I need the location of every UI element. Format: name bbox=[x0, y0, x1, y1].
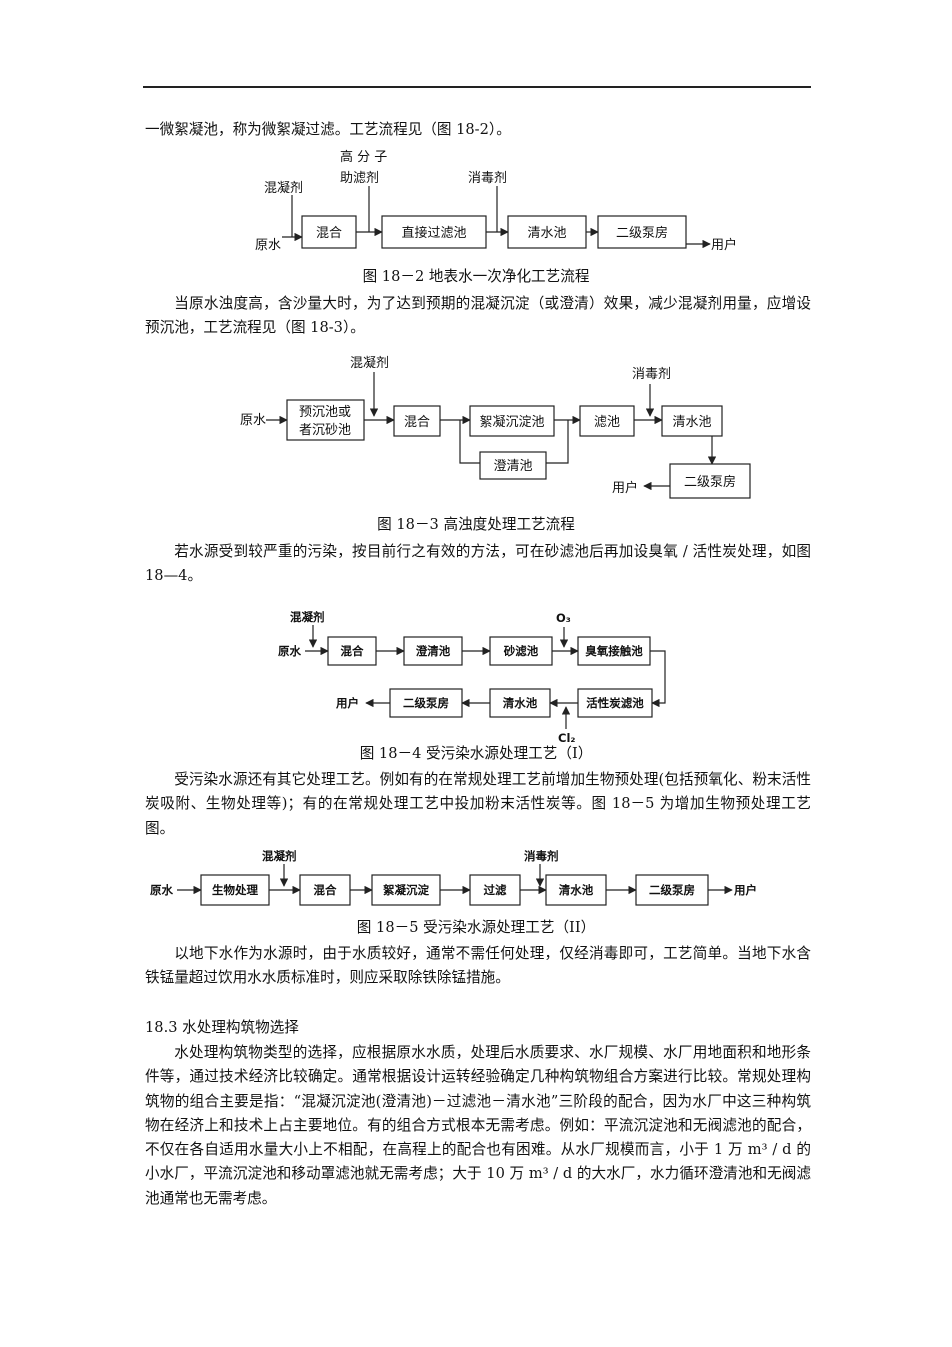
caption-18-3: 图 18－3 高浊度处理工艺流程 bbox=[377, 516, 575, 533]
figure-18-2-flowchart: 高 分 子 混凝剂 助滤剂 消毒剂 原水 用户 混合 直接过滤池 清水池 二级泵… bbox=[255, 149, 737, 253]
fig5-box-bio-label: 生物处理 bbox=[212, 883, 258, 897]
fig3-box-presettle bbox=[286, 399, 365, 441]
fig3-box-clarifier bbox=[479, 451, 547, 480]
fig4-loop-arrow bbox=[650, 650, 666, 708]
fig4-box-clarifier-label: 澄清池 bbox=[416, 644, 451, 658]
fig2-coagulant-label: 混凝剂 bbox=[264, 180, 303, 196]
fig3-disinfectant-label: 消毒剂 bbox=[632, 367, 671, 382]
fig5-coagulant-label: 混凝剂 bbox=[262, 849, 297, 863]
fig4-box-mix bbox=[327, 636, 377, 666]
figure-18-4-flowchart: 混凝剂 O₃ 原水 混合 澄清池 砂滤池 臭氧接触池 活性炭滤池 Cl₂ 清水池… bbox=[278, 610, 666, 745]
fig5-box-mix bbox=[299, 874, 351, 906]
fig5-box-filter-label: 过滤 bbox=[484, 883, 507, 897]
fig4-coagulant-label: 混凝剂 bbox=[290, 610, 325, 624]
fig4-box-pump-label: 二级泵房 bbox=[403, 696, 449, 710]
fig2-aid-label-2: 助滤剂 bbox=[340, 171, 379, 186]
fig4-user-label: 用户 bbox=[335, 696, 359, 710]
fig3-raw-water-label: 原水 bbox=[240, 413, 266, 428]
figure-18-3-flowchart: 混凝剂 消毒剂 原水 用户 预沉池或 者沉砂池 混合 絮凝沉淀池 澄清池 滤池 … bbox=[240, 355, 751, 499]
fig3-box-clarifier-label: 澄清池 bbox=[493, 459, 532, 474]
fig3-box-floc-label: 絮凝沉淀池 bbox=[479, 414, 544, 430]
fig4-box-mix-label: 混合 bbox=[341, 644, 364, 658]
fig5-box-clear-well bbox=[545, 874, 607, 906]
fig5-box-floc-label: 絮凝沉淀 bbox=[383, 883, 429, 897]
fig5-box-bio bbox=[200, 874, 270, 906]
fig5-raw-water-label: 原水 bbox=[150, 883, 173, 897]
caption-18-2: 图 18－2 地表水一次净化工艺流程 bbox=[362, 268, 590, 285]
fig5-user-label: 用户 bbox=[733, 883, 757, 897]
fig3-box-floc bbox=[469, 405, 555, 437]
fig5-box-pump-label: 二级泵房 bbox=[649, 883, 695, 897]
fig2-box-direct-filter bbox=[381, 215, 487, 249]
fig4-box-carbon-label: 活性炭滤池 bbox=[586, 696, 644, 710]
fig2-box-pump-label: 二级泵房 bbox=[616, 225, 668, 241]
fig2-box-mix-label: 混合 bbox=[316, 226, 342, 241]
fig3-box-mix-label: 混合 bbox=[404, 415, 430, 430]
paragraph-groundwater: 以地下水作为水源时，由于水质较好，通常不需任何处理，仅经消毒即可，工艺简单。当地… bbox=[145, 945, 811, 987]
fig5-box-pump bbox=[635, 874, 709, 906]
fig4-o3-label: O₃ bbox=[556, 611, 571, 625]
fig3-box-pump bbox=[669, 463, 751, 499]
fig2-user-label: 用户 bbox=[711, 237, 737, 253]
fig4-box-sand-filter bbox=[489, 636, 553, 666]
figure-18-5-flowchart: 混凝剂 消毒剂 原水 生物处理 混合 絮凝沉淀 过滤 清水池 二级泵房 用户 bbox=[150, 849, 757, 906]
fig4-raw-water-label: 原水 bbox=[278, 644, 301, 658]
fig3-box-presettle-label-1: 预沉池或 bbox=[299, 405, 351, 420]
fig4-box-carbon bbox=[577, 688, 653, 718]
paragraph-other-processes: 受污染水源还有其它处理工艺。例如有的在常规处理工艺前增加生物预处理(包括预氧化、… bbox=[145, 771, 811, 837]
fig4-box-clear-well-label: 清水池 bbox=[503, 696, 538, 710]
fig3-box-presettle-label-2: 者沉砂池 bbox=[299, 423, 351, 438]
paragraph-structure-selection: 水处理构筑物类型的选择，应根据原水水质，处理后水质要求、水厂规模、水厂用地面积和… bbox=[145, 1044, 811, 1207]
header-rule bbox=[143, 86, 811, 88]
paragraph-high-turbidity: 当原水浊度高，含沙量大时，为了达到预期的混凝沉淀（或澄清）效果，减少混凝剂用量，… bbox=[145, 295, 811, 337]
caption-18-5: 图 18－5 受污染水源处理工艺（II） bbox=[356, 919, 596, 936]
fig2-aid-label-1: 高 分 子 bbox=[340, 149, 387, 165]
fig3-merge-line bbox=[546, 420, 569, 464]
fig3-box-clear-well-label: 清水池 bbox=[672, 415, 711, 430]
fig3-box-clear-well bbox=[661, 405, 723, 437]
fig4-box-ozone bbox=[577, 636, 651, 666]
paragraph-polluted-source: 若水源受到较严重的污染，按目前行之有效的方法，可在砂滤池后再加设臭氧 / 活性炭… bbox=[145, 543, 811, 585]
fig3-box-pump-label: 二级泵房 bbox=[684, 474, 736, 490]
fig5-box-floc bbox=[371, 874, 441, 906]
fig4-box-sand-filter-label: 砂滤池 bbox=[504, 644, 539, 658]
fig5-box-mix-label: 混合 bbox=[314, 883, 337, 897]
fig2-box-clear-well-label: 清水池 bbox=[527, 226, 566, 241]
paragraph-intro: 一微絮凝池，称为微絮凝过滤。工艺流程见（图 18-2）。 bbox=[145, 121, 511, 138]
fig3-coagulant-label: 混凝剂 bbox=[350, 355, 389, 371]
fig3-box-mix bbox=[393, 405, 441, 437]
caption-18-4: 图 18－4 受污染水源处理工艺（I） bbox=[359, 745, 593, 762]
fig4-box-pump bbox=[389, 688, 463, 718]
fig4-box-ozone-label: 臭氧接触池 bbox=[585, 644, 643, 658]
fig4-box-clarifier bbox=[403, 636, 463, 666]
fig3-box-filter-label: 滤池 bbox=[594, 415, 620, 430]
section-heading-18-3: 18.3 水处理构筑物选择 bbox=[145, 1019, 299, 1036]
fig4-cl2-label: Cl₂ bbox=[558, 731, 575, 745]
fig5-box-clear-well-label: 清水池 bbox=[559, 883, 594, 897]
fig2-disinfectant-label: 消毒剂 bbox=[468, 171, 507, 186]
fig3-box-filter bbox=[579, 405, 635, 437]
fig2-box-direct-filter-label: 直接过滤池 bbox=[401, 225, 466, 241]
fig3-user-label: 用户 bbox=[612, 480, 638, 496]
fig5-disinfectant-label: 消毒剂 bbox=[524, 849, 559, 863]
fig3-branch-line bbox=[459, 420, 480, 464]
fig2-box-pump bbox=[597, 215, 687, 249]
fig2-raw-water-label: 原水 bbox=[255, 238, 281, 253]
